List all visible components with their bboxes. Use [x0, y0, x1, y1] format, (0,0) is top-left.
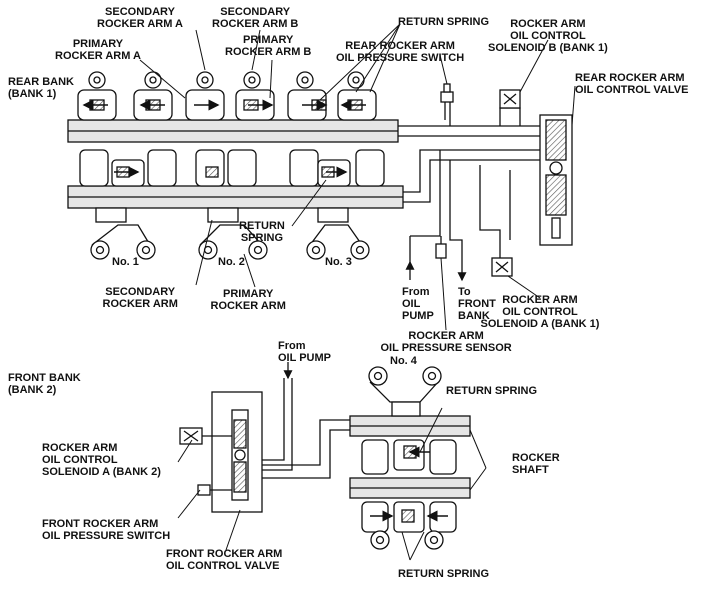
rear-oil-pressure-switch — [440, 83, 454, 103]
label-rear-bank: REAR BANK (BANK 1) — [8, 76, 74, 100]
rear-lower-rocker-arms — [79, 149, 385, 187]
rear-rocker-shaft-upper — [67, 119, 399, 143]
rear-roller-levers — [90, 207, 370, 260]
label-from-oil-pump-rear: From OIL PUMP — [402, 286, 434, 322]
label-secondary-rocker-arm-b: SECONDARY ROCKER ARM B — [212, 6, 299, 30]
label-rear-oil-pressure-switch: REAR ROCKER ARM OIL PRESSURE SWITCH — [336, 40, 465, 64]
label-front-oil-pressure-switch: FRONT ROCKER ARM OIL PRESSURE SWITCH — [42, 518, 171, 542]
label-solenoid-a-bank1: ROCKER ARM OIL CONTROL SOLENOID A (BANK … — [480, 294, 600, 330]
rear-rocker-shaft-lower — [67, 185, 404, 209]
leader-lines — [139, 23, 576, 561]
label-oil-pressure-sensor: ROCKER ARM OIL PRESSURE SENSOR — [380, 330, 512, 354]
label-to-front-bank: To FRONT BANK — [458, 286, 496, 322]
label-return-spring-bottom: RETURN SPRING — [398, 568, 490, 580]
label-primary-rocker-arm-a: PRIMARY ROCKER ARM A — [55, 38, 141, 62]
label-primary-rocker-arm: PRIMARY ROCKER ARM — [210, 288, 286, 312]
label-from-oil-pump-front: From OIL PUMP — [278, 340, 331, 364]
front-oil-control-valve — [211, 391, 263, 513]
front-oil-pressure-switch — [197, 484, 232, 496]
solenoid-a-bank1 — [491, 257, 513, 277]
label-solenoid-a-bank2: ROCKER ARM OIL CONTROL SOLENOID A (BANK … — [42, 442, 161, 478]
rear-upper-rocker-arms — [77, 71, 377, 121]
rear-oil-passages — [398, 100, 540, 262]
front-rocker-shaft — [349, 415, 471, 499]
label-no3: No. 3 — [325, 256, 352, 268]
label-primary-rocker-arm-b: PRIMARY ROCKER ARM B — [225, 34, 312, 58]
label-secondary-rocker-arm-a: SECONDARY ROCKER ARM A — [97, 6, 183, 30]
front-roller-lever-no4 — [368, 366, 442, 417]
label-no1: No. 1 — [112, 256, 139, 268]
label-no4: No. 4 — [390, 355, 417, 367]
label-front-oil-control-valve: FRONT ROCKER ARM OIL CONTROL VALVE — [166, 548, 283, 572]
solenoid-a-bank2 — [179, 427, 232, 445]
label-rocker-shaft: ROCKER SHAFT — [512, 452, 560, 476]
label-return-spring-top: RETURN SPRING — [398, 16, 490, 28]
front-oil-passages — [262, 362, 350, 479]
label-return-spring-front-top: RETURN SPRING — [446, 385, 538, 397]
oil-pressure-sensor — [435, 236, 447, 259]
label-front-bank: FRONT BANK (BANK 2) — [8, 372, 81, 396]
label-solenoid-b-bank1: ROCKER ARM OIL CONTROL SOLENOID B (BANK … — [488, 18, 608, 54]
label-no2: No. 2 — [218, 256, 245, 268]
label-rear-oil-control-valve: REAR ROCKER ARM OIL CONTROL VALVE — [575, 72, 689, 96]
solenoid-b-bank1 — [499, 89, 521, 109]
rear-oil-control-valve — [539, 114, 573, 246]
label-return-spring-mid: RETURN SPRING — [239, 220, 285, 244]
label-secondary-rocker-arm: SECONDARY ROCKER ARM — [102, 286, 178, 310]
